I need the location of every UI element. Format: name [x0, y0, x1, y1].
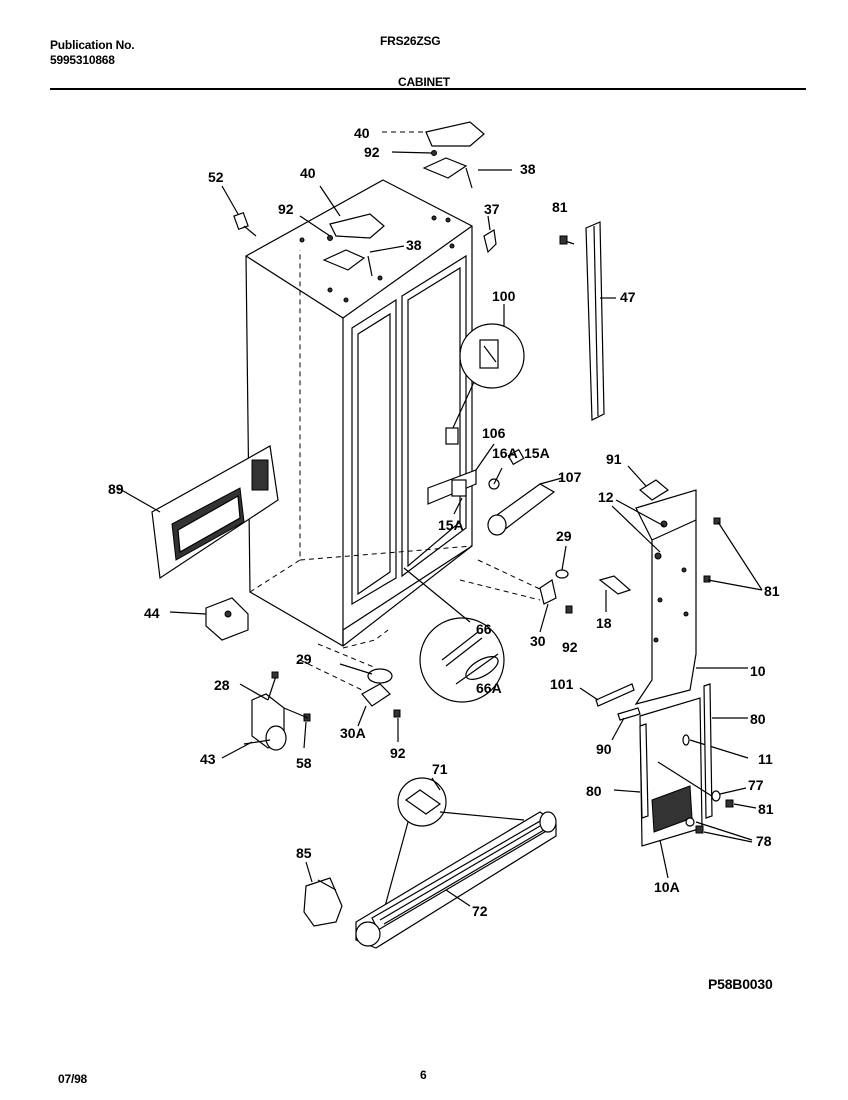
part-106-108-assembly	[427, 443, 563, 536]
callout-106: 106	[482, 425, 506, 441]
callout-44: 44	[144, 605, 160, 621]
callout-15A: 15A	[438, 517, 464, 533]
callout-107: 107	[558, 469, 582, 485]
part-101-strip	[579, 683, 635, 707]
part-10A-lower-panel	[611, 683, 749, 879]
cabinet-body	[245, 179, 473, 649]
part-30-leveler	[459, 545, 573, 633]
part-37-clip	[483, 215, 497, 254]
upper-hinge-cover	[382, 121, 512, 189]
callout-66: 66	[476, 621, 492, 637]
part-10-rear-bracket	[611, 489, 763, 705]
part-91-clip	[627, 465, 670, 501]
part-44-bracket	[169, 597, 249, 641]
revision-date: 07/98	[58, 1072, 88, 1086]
callout-92: 92	[562, 639, 578, 655]
callout-91: 91	[606, 451, 622, 467]
publication-number: 5995310868	[50, 53, 115, 67]
part-72-base-grille	[355, 811, 557, 949]
part-47-trim-strip	[585, 221, 616, 421]
part-81-screw	[559, 235, 575, 245]
callout-92: 92	[364, 144, 380, 160]
header-rule	[50, 88, 806, 90]
callout-10A: 10A	[654, 879, 680, 895]
callout-85: 85	[296, 845, 312, 861]
callout-92: 92	[278, 201, 294, 217]
callout-78: 78	[756, 833, 772, 849]
model-number: FRS26ZSG	[380, 34, 441, 48]
callout-40: 40	[354, 125, 370, 141]
callout-47: 47	[620, 289, 636, 305]
part-66-detail	[403, 567, 505, 703]
callout-38: 38	[406, 237, 422, 253]
callout-10: 10	[750, 663, 766, 679]
callout-90: 90	[596, 741, 612, 757]
callout-38: 38	[520, 161, 536, 177]
publication-label: Publication No.	[50, 38, 135, 52]
callout-11: 11	[758, 751, 773, 767]
part-30A-leveler	[299, 643, 401, 742]
callout-18: 18	[596, 615, 612, 631]
callout-72: 72	[472, 903, 488, 919]
part-77-78-81-fasteners	[685, 787, 757, 843]
part-89-back-panel	[117, 445, 279, 580]
callout-100: 100	[492, 288, 516, 304]
callout-43: 43	[200, 751, 216, 767]
lower-hinge-cover	[299, 185, 405, 277]
callout-89: 89	[108, 481, 124, 497]
callout-81: 81	[552, 199, 568, 215]
callout-80: 80	[750, 711, 766, 727]
part-52-bolt	[221, 185, 257, 237]
callout-37: 37	[484, 201, 500, 217]
callout-81: 81	[758, 801, 774, 817]
part-85-foot-cover	[303, 861, 343, 927]
part-43-hinge-bracket	[221, 671, 311, 759]
callout-58: 58	[296, 755, 312, 771]
callout-12: 12	[598, 489, 614, 505]
callout-16A: 16A	[492, 445, 518, 461]
callout-40: 40	[300, 165, 316, 181]
callout-101: 101	[550, 676, 574, 692]
figure-code: P58B0030	[708, 976, 773, 992]
callout-92: 92	[390, 745, 406, 761]
callout-81: 81	[764, 583, 780, 599]
section-title: CABINET	[398, 75, 450, 89]
page-number: 6	[420, 1068, 427, 1082]
callout-80: 80	[586, 783, 602, 799]
callout-30: 30	[530, 633, 546, 649]
callout-15A: 15A	[524, 445, 550, 461]
callout-30A: 30A	[340, 725, 366, 741]
callout-28: 28	[214, 677, 230, 693]
callout-labels: 40 92 38 52 40 92 38 37 81 47 100 106 16…	[108, 125, 780, 919]
part-18-pin	[598, 575, 632, 612]
callout-77: 77	[748, 777, 764, 793]
callout-71: 71	[432, 761, 448, 777]
callout-66A: 66A	[476, 680, 502, 696]
part-71-detail	[383, 777, 525, 911]
callout-29: 29	[556, 528, 572, 544]
part-100-detail	[445, 304, 525, 445]
callout-29: 29	[296, 651, 312, 667]
callout-52: 52	[208, 169, 224, 185]
